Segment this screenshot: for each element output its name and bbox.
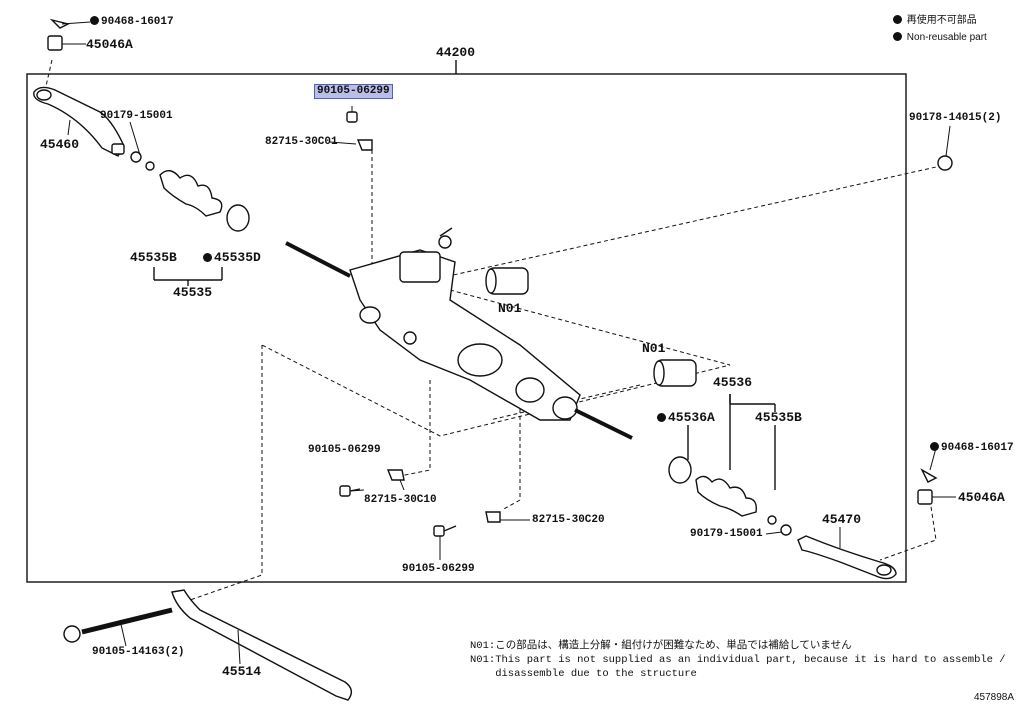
label-90105-middle: 90105-06299 bbox=[308, 444, 381, 456]
label-90105-bottom: 90105-06299 bbox=[402, 563, 475, 575]
label-90178: 90178-14015(2) bbox=[909, 112, 1002, 124]
footnote-line-en-cont: disassemble due to the structure bbox=[470, 668, 697, 680]
label-45536: 45536 bbox=[713, 375, 753, 390]
non-reusable-dot-icon bbox=[930, 442, 939, 451]
label-45470: 45470 bbox=[822, 512, 862, 527]
label-90105-14163: 90105-14163(2) bbox=[92, 646, 185, 658]
non-reusable-dot-icon bbox=[657, 413, 666, 422]
non-reusable-dot-icon bbox=[90, 16, 99, 25]
label-44200: 44200 bbox=[436, 45, 476, 60]
illustration-id: 457898A bbox=[973, 692, 1014, 703]
label-82715-30C20: 82715-30C20 bbox=[532, 514, 605, 526]
non-reusable-dot-icon bbox=[893, 32, 902, 41]
label-90105-highlighted[interactable]: 90105-06299 bbox=[314, 84, 393, 99]
legend-row-en: Non-reusable part bbox=[893, 29, 987, 46]
label-90468-right: 90468-16017 bbox=[930, 442, 1014, 455]
assembly-frame bbox=[26, 73, 907, 583]
legend: 再使用不可部品 Non-reusable part bbox=[893, 12, 987, 46]
label-82715-30C01: 82715-30C01 bbox=[265, 136, 338, 148]
label-45460: 45460 bbox=[40, 137, 80, 152]
label-90179-top-left: 90179-15001 bbox=[100, 110, 173, 122]
non-reusable-dot-icon bbox=[893, 15, 902, 24]
label-45514: 45514 bbox=[222, 664, 262, 679]
label-45535B-right: 45535B bbox=[755, 410, 802, 425]
footnote-line-jp: N01:この部品は、構造上分解・組付けが困難なため、単品では補給していません bbox=[470, 640, 852, 652]
label-45535: 45535 bbox=[173, 285, 213, 300]
non-reusable-dot-icon bbox=[203, 253, 212, 262]
label-45535D: 45535D bbox=[203, 251, 261, 264]
label-90468-top-left: 90468-16017 bbox=[90, 16, 174, 29]
footnote-line-en: N01:This part is not supplied as an indi… bbox=[470, 654, 1006, 666]
label-82715-30C10: 82715-30C10 bbox=[364, 494, 437, 506]
label-90179-right: 90179-15001 bbox=[690, 528, 763, 540]
label-45046A-right: 45046A bbox=[958, 490, 1005, 505]
label-N01-lower: N01 bbox=[642, 341, 666, 356]
label-45046A-top-left: 45046A bbox=[86, 37, 133, 52]
legend-row-jp: 再使用不可部品 bbox=[893, 12, 987, 29]
label-45535B-left: 45535B bbox=[130, 250, 177, 265]
footnote: N01:この部品は、構造上分解・組付けが困難なため、単品では補給していません N… bbox=[470, 639, 1006, 681]
label-45536A: 45536A bbox=[657, 411, 715, 424]
label-N01-upper: N01 bbox=[498, 301, 522, 316]
